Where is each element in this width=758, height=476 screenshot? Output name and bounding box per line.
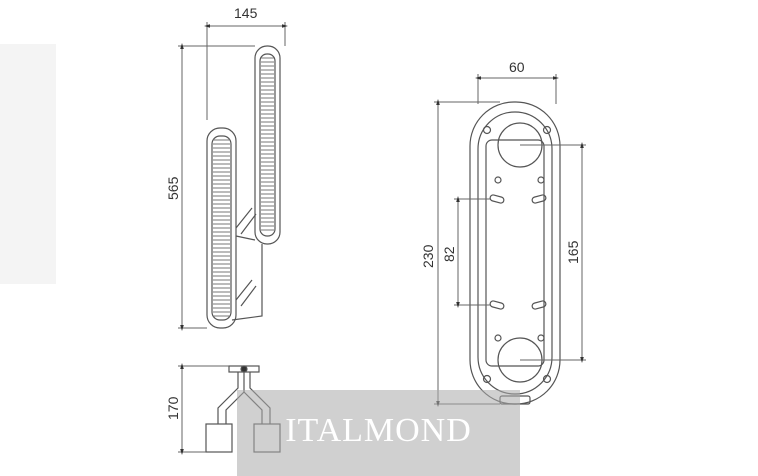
side-width-dimension [204, 22, 288, 120]
screw-hole [494, 176, 502, 184]
hole-spacing-label: 165 [565, 240, 581, 264]
plate-view [469, 101, 561, 405]
inner-spacing-label: 82 [441, 246, 457, 262]
screw-hole [542, 125, 552, 135]
base-arm-left [217, 372, 245, 424]
mount-slot [531, 300, 547, 310]
plate-outline [469, 101, 561, 405]
side-arm-lower [235, 279, 257, 307]
plate-height-label: 230 [420, 244, 436, 268]
side-panel-front-inner [211, 135, 232, 321]
screw-hole [482, 374, 492, 384]
mount-slot [531, 194, 547, 204]
front-rungs [213, 139, 230, 317]
base-height-dimension [178, 363, 229, 455]
screw-hole [537, 176, 545, 184]
side-height-dimension [178, 43, 255, 331]
side-view [206, 45, 281, 329]
brand-watermark-text: ITALMOND [285, 412, 472, 449]
screw-hole [494, 334, 502, 342]
side-height-label: 565 [165, 176, 181, 200]
background-shade [0, 44, 56, 284]
base-foot-left [205, 423, 233, 453]
hole-spacing-dimension [520, 142, 586, 363]
side-width-label: 145 [234, 5, 258, 21]
side-connector [231, 235, 263, 321]
mount-slot [489, 194, 505, 204]
plate-width-label: 60 [509, 59, 525, 75]
side-panel-rear [254, 45, 281, 245]
brand-watermark: ITALMOND [237, 390, 520, 476]
screw-hole [537, 334, 545, 342]
base-center-dot [240, 365, 248, 373]
mount-slot [489, 300, 505, 310]
screw-hole [482, 125, 492, 135]
side-panel-rear-inner [259, 53, 276, 237]
side-arm-upper [235, 207, 257, 235]
plate-width-dimension [475, 74, 559, 104]
inner-spacing-dimension [454, 196, 490, 308]
rear-rungs [261, 57, 274, 231]
screw-hole [542, 374, 552, 384]
base-height-label: 170 [165, 396, 181, 420]
plate-recess [485, 139, 545, 367]
